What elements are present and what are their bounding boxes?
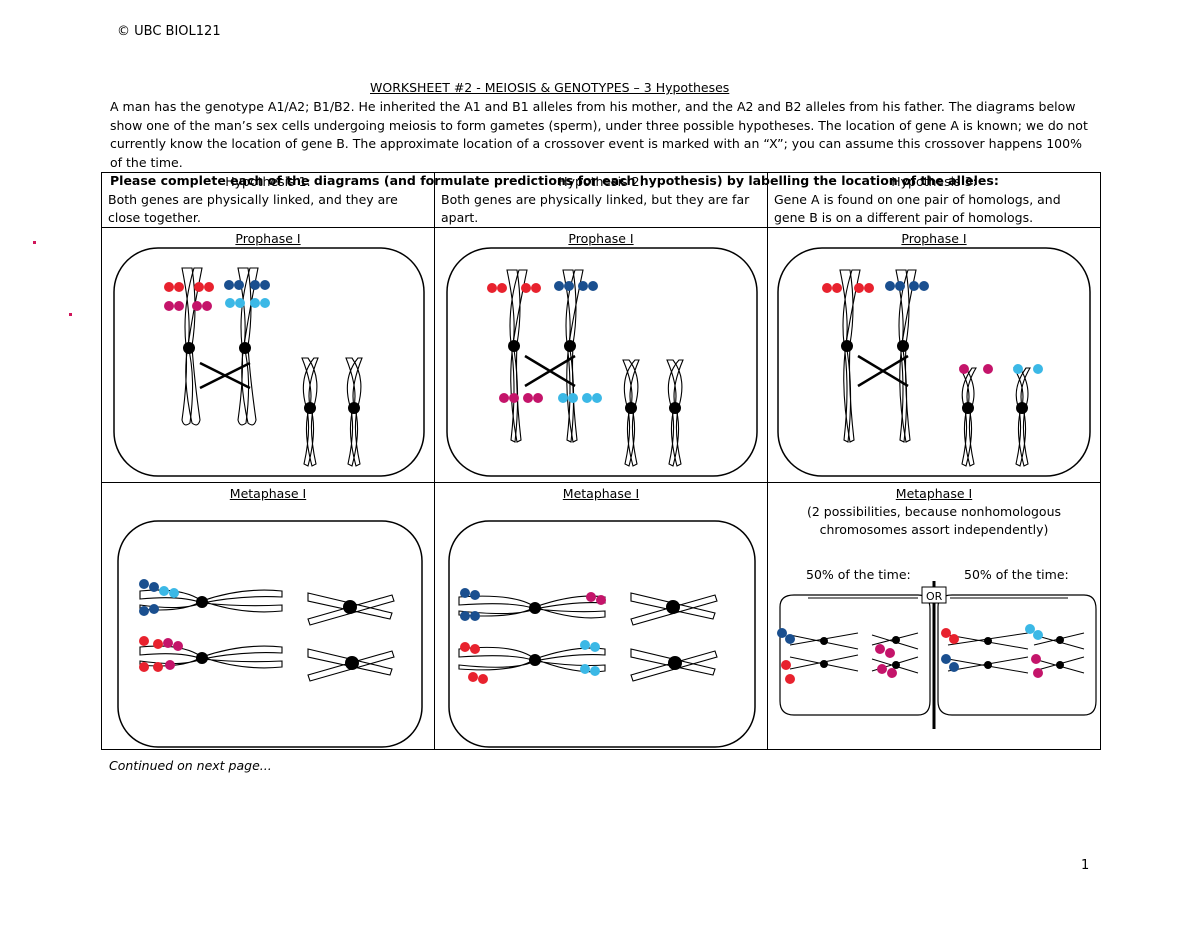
intro-paragraph: A man has the genotype A1/A2; B1/B2. He … (110, 98, 1095, 191)
metaphase-cell-3: Metaphase I (2 possibilities, because no… (767, 482, 1101, 750)
prophase-label: Prophase I (568, 231, 634, 246)
metaphase-label: Metaphase I (562, 486, 640, 501)
pct-left-label: 50% of the time: (806, 567, 911, 582)
hypothesis-1-header: Hypothesis 1: Both genes are physically … (101, 172, 435, 228)
hypothesis-text: Gene A is found on one pair of homologs,… (774, 192, 1061, 225)
worksheet-title: WORKSHEET #2 - MEIOSIS & GENOTYPES – 3 H… (370, 80, 730, 95)
pct-right-label: 50% of the time: (964, 567, 1069, 582)
metaphase-note: (2 possibilities, because nonhomologous … (806, 504, 1062, 537)
prophase-cell-1: Prophase I (101, 227, 435, 483)
prophase-label: Prophase I (235, 231, 301, 246)
metaphase-diagram-1 (117, 520, 423, 748)
metaphase-label: Metaphase I (895, 486, 973, 501)
prophase-diagram-2 (446, 247, 758, 477)
prophase-label: Prophase I (901, 231, 967, 246)
hypothesis-table: Hypothesis 1: Both genes are physically … (101, 172, 1101, 750)
page-number: 1 (1081, 858, 1090, 873)
prophase-diagram-1 (113, 247, 425, 477)
hypothesis-text: Both genes are physically linked, and th… (108, 192, 398, 225)
cell-outline (113, 247, 425, 477)
chromosome-pair-b (301, 357, 363, 467)
intro-text: A man has the genotype A1/A2; B1/B2. He … (110, 99, 1088, 170)
hypothesis-3-header: Hypothesis 3: Gene A is found on one pai… (767, 172, 1101, 228)
hypothesis-2-header: Hypothesis 2: Both genes are physically … (434, 172, 768, 228)
hypothesis-title: Hypothesis 1: (225, 174, 311, 189)
allele-marks (164, 280, 270, 311)
chromosome-pair-a (181, 267, 259, 426)
copyright: © UBC BIOL121 (117, 24, 221, 39)
stray-mark (69, 313, 72, 316)
prophase-cell-2: Prophase I (434, 227, 768, 483)
metaphase-cell-1: Metaphase I (101, 482, 435, 750)
metaphase-cell-2: Metaphase I (434, 482, 768, 750)
metaphase-diagram-3: OR (777, 581, 1097, 729)
metaphase-label: Metaphase I (229, 486, 307, 501)
metaphase-diagram-2 (448, 520, 756, 748)
prophase-diagram-3 (777, 247, 1091, 477)
prophase-cell-3: Prophase I (767, 227, 1101, 483)
stray-mark (33, 241, 36, 244)
hypothesis-title: Hypothesis 3: (891, 174, 977, 189)
or-label: OR (926, 590, 943, 603)
continued-note: Continued on next page... (109, 758, 272, 773)
hypothesis-title: Hypothesis 2: (558, 174, 644, 189)
hypothesis-text: Both genes are physically linked, but th… (441, 192, 750, 225)
